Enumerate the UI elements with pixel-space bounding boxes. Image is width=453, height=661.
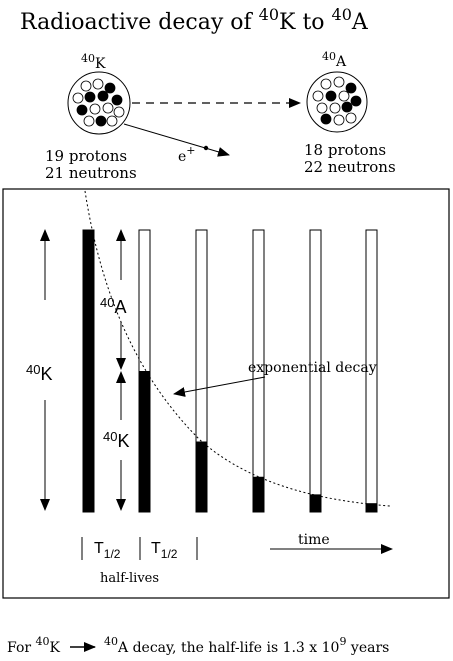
parent-nucleus: 40K 19 protons 21 neutrons xyxy=(45,52,137,182)
footer-caption: For 40K xyxy=(7,635,61,656)
parent-nucleons xyxy=(72,78,125,127)
daughter-nucleus: 40A 18 protons 22 neutrons xyxy=(304,50,396,176)
daughter-nucleons xyxy=(312,76,362,126)
footer-caption-rest: 40A decay, the half-life is 1.3 x 109 ye… xyxy=(104,635,389,656)
halflife-markers: T1/2 T1/2 half-lives xyxy=(81,537,198,586)
halflife-symbol-2: T1/2 xyxy=(151,540,178,561)
parent-nucleus-label: 40K xyxy=(81,52,106,72)
positron-label: e+ xyxy=(178,144,196,165)
parent-protons: 19 protons xyxy=(45,147,127,165)
bar-remaining-k-4 xyxy=(253,476,264,512)
bar-remaining-k-6 xyxy=(366,503,377,512)
halflives-caption: half-lives xyxy=(100,571,159,586)
page-title: Radioactive decay of 40K to 40A xyxy=(20,5,369,35)
positron-arrow xyxy=(123,123,230,157)
daughter-protons: 18 protons xyxy=(304,141,386,159)
potassium-label: 40K xyxy=(103,429,129,451)
bar-remaining-k-2 xyxy=(139,371,150,512)
daughter-nucleus-label: 40A xyxy=(322,50,347,70)
positron-dot xyxy=(203,145,209,151)
halflife-panel xyxy=(2,188,450,599)
halflife-symbol-1: T1/2 xyxy=(94,540,121,561)
exponential-decay-curve xyxy=(84,190,391,507)
bar-remaining-k-5 xyxy=(310,494,321,512)
time-label: time xyxy=(298,532,330,548)
halflife-bars xyxy=(82,229,378,513)
bar-remaining-k-1 xyxy=(83,230,94,512)
bar-remaining-k-3 xyxy=(196,441,207,512)
parent-neutrons: 21 neutrons xyxy=(45,164,137,182)
positron-emission: e+ xyxy=(123,123,230,165)
total-k-label: 40K xyxy=(26,362,52,384)
curve-label: exponential decay xyxy=(248,360,377,376)
argon-label: 40A xyxy=(100,295,126,317)
curve-label-arrow xyxy=(173,376,266,397)
daughter-neutrons: 22 neutrons xyxy=(304,158,396,176)
